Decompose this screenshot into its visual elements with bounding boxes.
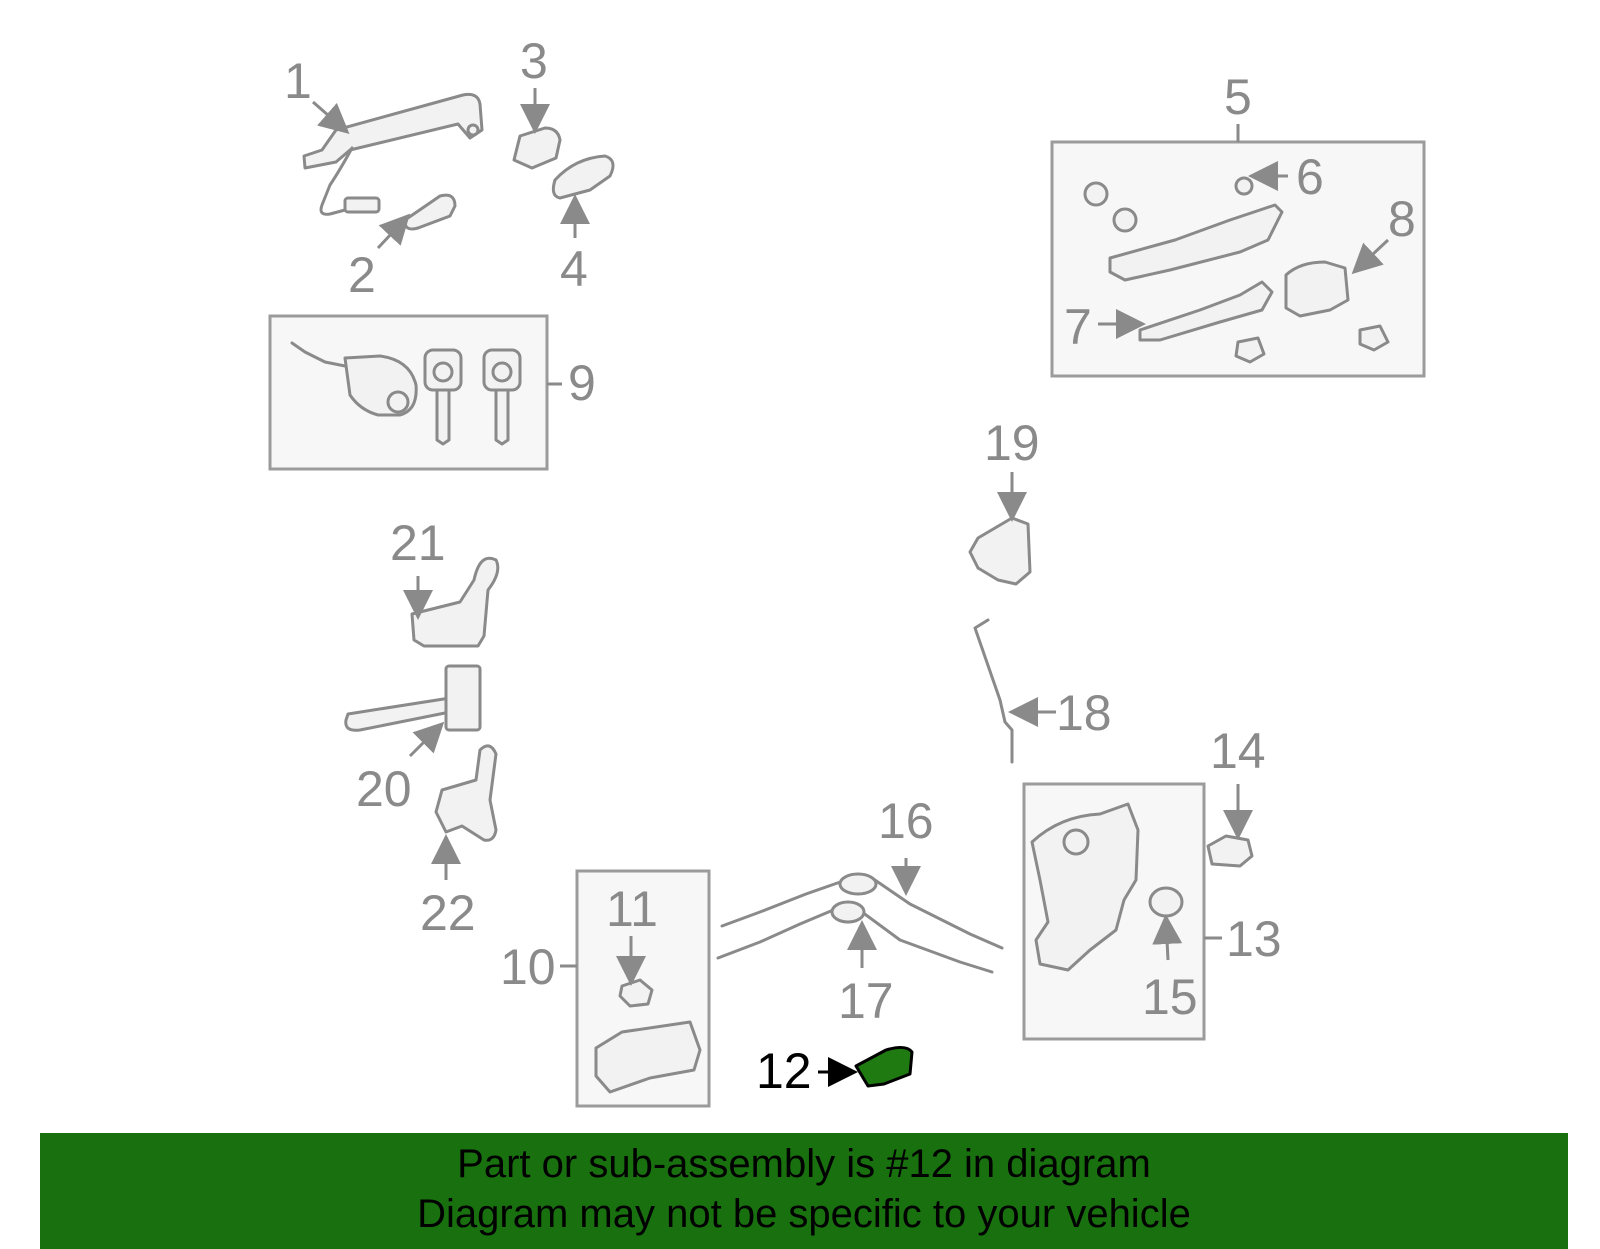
callout-13: 13 <box>1226 911 1282 967</box>
striker-part-19 <box>968 516 1032 586</box>
banner-line-2: Diagram may not be specific to your vehi… <box>417 1192 1191 1236</box>
seal-part-15 <box>1148 886 1184 918</box>
callout-15: 15 <box>1142 969 1198 1025</box>
handle-cover-part-12 <box>854 1045 914 1088</box>
callout-5: 5 <box>1224 69 1252 125</box>
lower-hinge-part-22 <box>434 744 498 842</box>
leader-lines <box>312 88 1390 1087</box>
callout-8: 8 <box>1388 191 1416 247</box>
callout-17: 17 <box>838 973 894 1029</box>
banner-line-1: Part or sub-assembly is #12 in diagram <box>457 1142 1151 1186</box>
info-banner: Part or sub-assembly is #12 in diagram D… <box>40 1133 1568 1249</box>
handle-frame-assembly-part-5 <box>1083 176 1390 364</box>
callout-18: 18 <box>1056 685 1112 741</box>
outside-handle-part-1 <box>302 92 484 216</box>
callout-11: 11 <box>606 881 658 937</box>
callout-4: 4 <box>560 241 588 297</box>
callout-12: 12 <box>756 1043 812 1099</box>
handle-cap-part-3 <box>512 126 562 170</box>
cables-part-16-17 <box>716 872 1004 974</box>
callout-14: 14 <box>1210 723 1266 779</box>
screw-part-14 <box>1206 834 1254 868</box>
door-lock-assembly-part-13 <box>1030 802 1140 972</box>
callout-7: 7 <box>1064 299 1092 355</box>
callout-19: 19 <box>984 415 1040 471</box>
callout-10: 10 <box>500 939 556 995</box>
callout-1: 1 <box>284 53 312 109</box>
callout-3: 3 <box>520 33 548 89</box>
handle-pad-part-2 <box>403 193 457 231</box>
upper-hinge-part-21 <box>410 556 500 648</box>
callout-16: 16 <box>878 793 934 849</box>
inner-handle-base-part-10 <box>594 1020 702 1094</box>
callout-2: 2 <box>348 247 376 303</box>
lock-cylinder-set-part-9 <box>290 341 522 446</box>
lock-hole <box>1062 828 1090 856</box>
callout-6: 6 <box>1296 149 1324 205</box>
gasket-part-4 <box>551 154 615 200</box>
door-check-part-20 <box>344 664 482 732</box>
callout-21: 21 <box>390 515 446 571</box>
callout-22: 22 <box>420 885 476 941</box>
callout-9: 9 <box>568 355 596 411</box>
lock-rod-part-18 <box>973 618 1014 764</box>
callout-20: 20 <box>356 761 412 817</box>
